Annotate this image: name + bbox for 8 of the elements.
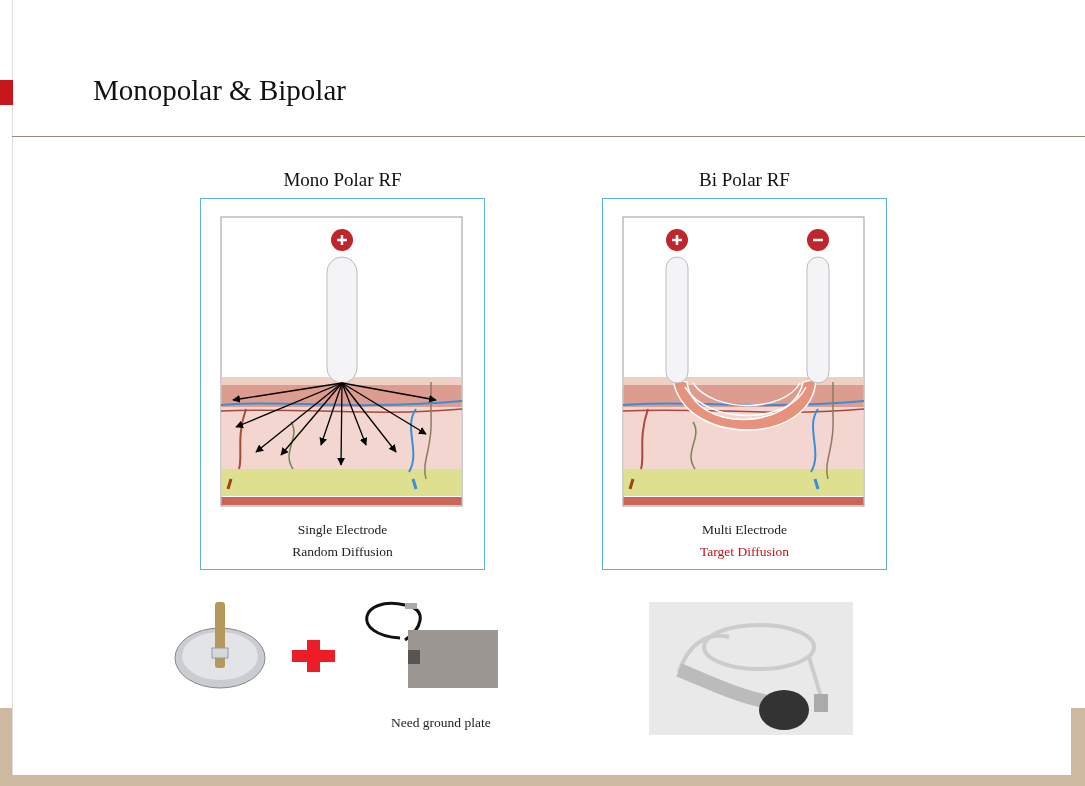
panel-caption: Multi Electrode: [700, 522, 789, 538]
panel-caption: Target Diffusion: [699, 544, 790, 560]
panel-heading: Bi Polar RF: [698, 169, 791, 191]
slide-title: Monopolar & Bipolar: [93, 74, 346, 107]
panel-caption: Single Electrode: [296, 522, 389, 538]
note-text: Need ground plate: [391, 715, 491, 731]
panel-heading: Mono Polar RF: [282, 169, 403, 191]
panel-caption: Random Diffusion: [291, 544, 394, 560]
